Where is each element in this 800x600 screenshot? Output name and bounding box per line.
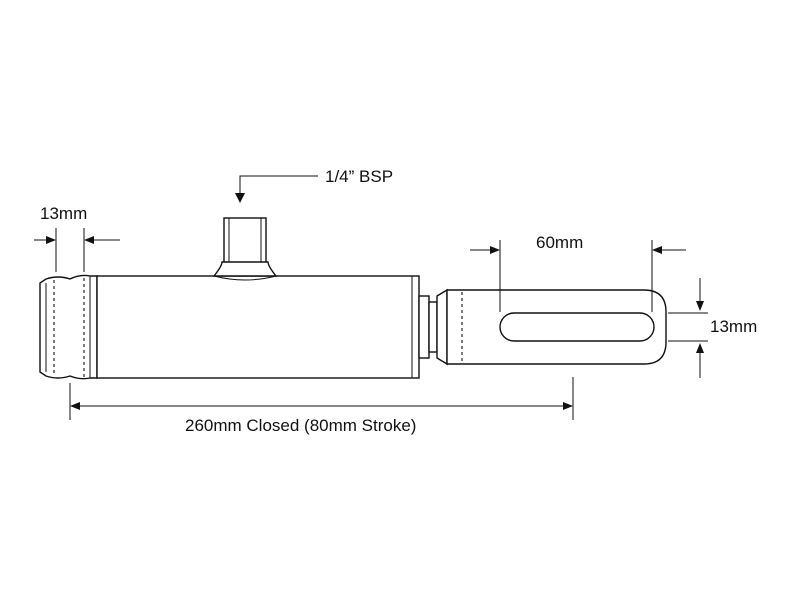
overall-length-label: 260mm Closed (80mm Stroke): [185, 416, 416, 435]
slot-length-label: 60mm: [536, 233, 583, 252]
slot-width-label: 13mm: [710, 317, 757, 336]
port-fitting: [212, 217, 278, 281]
port-callout: [235, 175, 318, 203]
overall-length-dimension: [69, 377, 574, 420]
barrel: [96, 275, 420, 379]
slot: [499, 312, 655, 342]
pin-width-dimension: [34, 228, 120, 272]
port-label: 1/4” BSP: [325, 167, 393, 186]
slot-width-dimension: [668, 278, 708, 378]
slot-length-dimension: [470, 240, 686, 312]
rod-clevis: [446, 289, 667, 365]
pin-width-label: 13mm: [40, 204, 87, 223]
rod-neck: [418, 288, 448, 366]
pin-end: [39, 274, 98, 380]
